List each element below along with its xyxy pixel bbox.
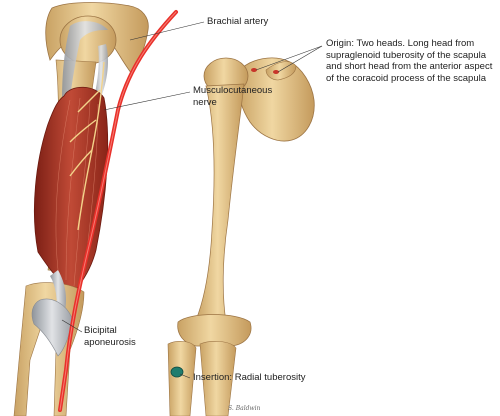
- leader-lines: [61, 21, 323, 379]
- label-bicipital-line2: aponeurosis: [84, 336, 136, 348]
- leader-brachial-artery: [129, 21, 205, 41]
- right-humerus: [195, 83, 245, 323]
- label-insertion: Insertion: Radial tuberosity: [193, 372, 306, 383]
- label-bicipital-aponeurosis: Bicipital aponeurosis: [84, 325, 164, 348]
- leader-origin-1: [255, 45, 323, 71]
- origin-mark-long-head: [251, 68, 257, 72]
- left-musculocutaneous-nerve: [69, 61, 105, 231]
- label-bicipital-line1: Bicipital: [84, 325, 117, 336]
- left-short-head-tendon: [94, 44, 108, 100]
- leader-origin-2: [277, 45, 323, 73]
- label-musculocutaneous-nerve: Musculocutaneous nerve: [193, 85, 273, 108]
- left-bicipital-aponeurosis: [31, 298, 73, 357]
- artist-signature: S. Baldwin: [228, 405, 261, 412]
- right-radius: [167, 341, 197, 416]
- right-arm-figure: [167, 57, 315, 416]
- left-biceps-muscle: [33, 86, 109, 293]
- left-long-head-tendon: [62, 21, 108, 100]
- right-scapula: [237, 57, 315, 142]
- label-brachial-artery: Brachial artery: [207, 16, 269, 27]
- right-ulna: [199, 341, 237, 416]
- insertion-radial-tuberosity-spot: [170, 366, 184, 378]
- label-origin: Origin: Two heads. Long head from suprag…: [326, 38, 493, 84]
- right-elbow: [177, 314, 252, 347]
- leader-bicipital: [61, 319, 83, 333]
- right-coracoid: [265, 61, 297, 81]
- leader-musculocutaneous: [103, 91, 191, 111]
- origin-mark-short-head: [273, 70, 279, 74]
- label-musculocutaneous-line2: nerve: [193, 96, 217, 108]
- left-arm-figure: [13, 2, 178, 416]
- label-musculocutaneous-line1: Musculocutaneous: [193, 85, 273, 96]
- leader-insertion: [179, 373, 191, 379]
